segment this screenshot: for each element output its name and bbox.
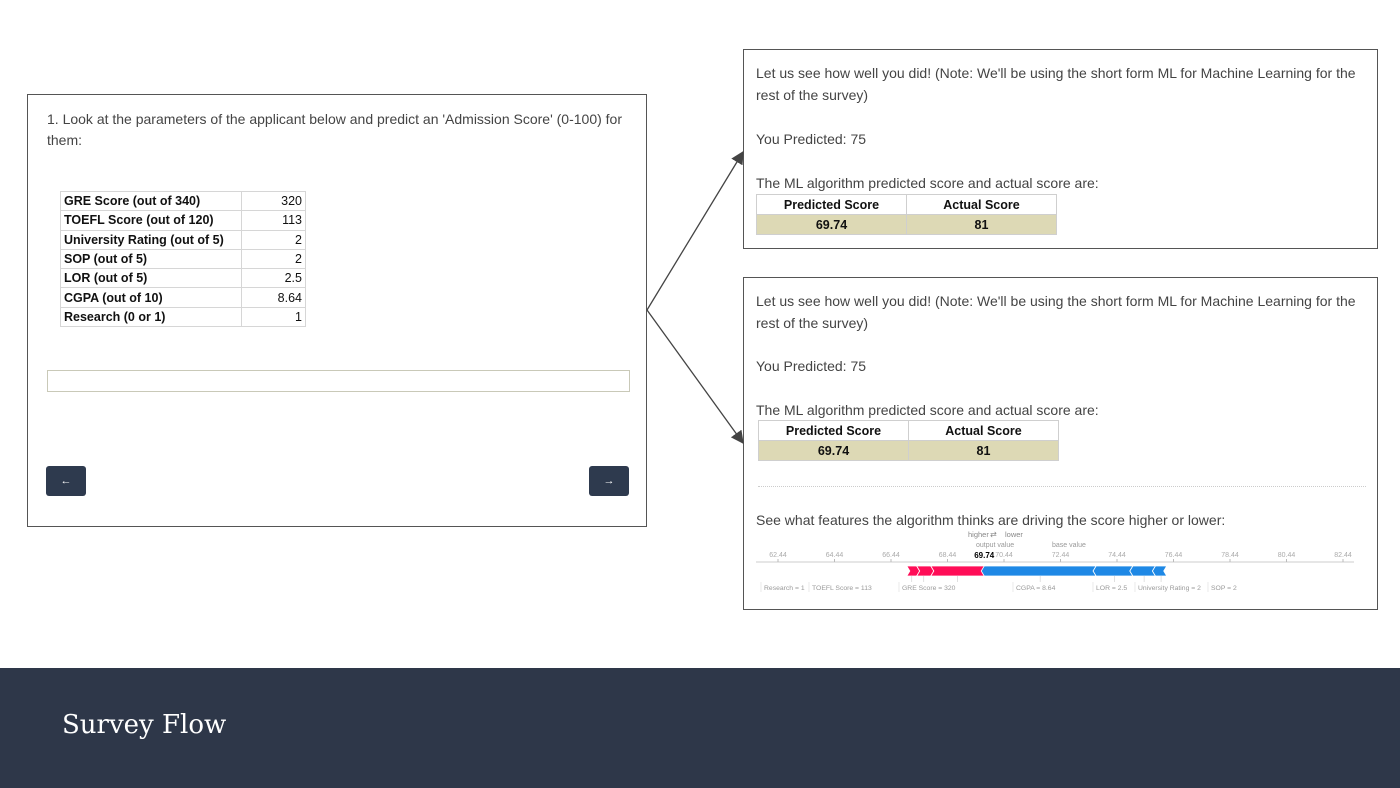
param-label: CGPA (out of 10) [60, 287, 242, 308]
feature-label: Research = 1 [764, 585, 805, 592]
table-row: SOP (out of 5)2 [60, 248, 306, 270]
feature-labels: Research = 1 TOEFL Score = 113 GRE Score =… [760, 576, 1237, 592]
param-label: SOP (out of 5) [60, 248, 242, 270]
footer-banner: Survey Flow [0, 668, 1400, 788]
divider [758, 486, 1366, 487]
feature-label: SOP = 2 [1211, 585, 1237, 592]
ml-score-text: The ML algorithm predicted score and act… [756, 402, 1099, 418]
axis-ticks: 62.44 64.44 66.44 68.44 70.44 72.44 74.44 76.44… [769, 552, 1352, 562]
flow-arrows [646, 150, 744, 445]
score-table: Predicted Score Actual Score 69.74 81 [756, 194, 1057, 235]
arrow-to-explained-result [646, 309, 744, 445]
table-row: TOEFL Score (out of 120)113 [60, 210, 306, 231]
axis-tick-label: 80.44 [1278, 552, 1296, 559]
you-predicted-text: You Predicted: 75 [756, 358, 867, 374]
param-label: Research (0 or 1) [60, 306, 242, 328]
axis-tick-label: 76.44 [1165, 552, 1183, 559]
force-plot: higher ⇄ lower output value base value 6… [756, 530, 1354, 592]
predicted-score-header: Predicted Score [756, 194, 907, 215]
ml-score-text: The ML algorithm predicted score and act… [756, 175, 1099, 191]
lower-label: lower [1005, 530, 1023, 539]
predicted-score-value: 69.74 [756, 214, 907, 235]
param-label: University Rating (out of 5) [60, 229, 242, 250]
axis-tick-label: 64.44 [826, 552, 844, 559]
actual-score-header: Actual Score [906, 194, 1057, 215]
axis-tick-label: 82.44 [1334, 552, 1352, 559]
param-value: 113 [241, 210, 306, 231]
feature-label: GRE Score = 320 [902, 585, 956, 592]
feature-label: LOR = 2.5 [1096, 585, 1127, 592]
axis-tick-label: 66.44 [882, 552, 900, 559]
actual-score-header: Actual Score [908, 420, 1059, 441]
actual-score-value: 81 [908, 440, 1059, 461]
table-row: GRE Score (out of 340)320 [60, 190, 306, 212]
score-table: Predicted Score Actual Score 69.74 81 [758, 420, 1059, 461]
table-row: CGPA (out of 10)8.64 [60, 287, 306, 308]
features-text: See what features the algorithm thinks a… [756, 512, 1226, 528]
predicted-score-value: 69.74 [758, 440, 909, 461]
base-value-label: base value [1052, 542, 1086, 549]
force-bars [906, 565, 1168, 577]
table-row: 69.74 81 [756, 214, 1057, 235]
result-panel-basic: Let us see how well you did! (Note: We'l… [743, 49, 1378, 249]
back-button[interactable]: ← [46, 466, 86, 496]
table-row: Predicted Score Actual Score [756, 194, 1057, 215]
arrow-to-basic-result [646, 150, 744, 311]
table-row: Predicted Score Actual Score [758, 420, 1059, 441]
admission-score-input[interactable] [47, 370, 630, 392]
axis-tick-label: 74.44 [1108, 552, 1126, 559]
arrows-icon: ⇄ [990, 530, 997, 539]
you-predicted-text: You Predicted: 75 [756, 131, 867, 147]
next-button[interactable]: → [589, 466, 629, 496]
result-intro: Let us see how well you did! (Note: We'l… [756, 293, 1356, 331]
feature-label: TOEFL Score = 113 [812, 585, 872, 592]
output-value-label: output value [976, 542, 1014, 549]
axis-tick-label: 72.44 [1052, 552, 1070, 559]
result-panel-explained: Let us see how well you did! (Note: We'l… [743, 277, 1378, 610]
footer-title: Survey Flow [62, 710, 227, 740]
higher-label: higher [968, 530, 989, 539]
question-panel: 1. Look at the parameters of the applica… [27, 94, 647, 527]
table-row: Research (0 or 1)1 [60, 306, 306, 328]
param-value: 1 [241, 306, 306, 328]
actual-score-value: 81 [906, 214, 1057, 235]
predicted-score-header: Predicted Score [758, 420, 909, 441]
table-row: University Rating (out of 5)2 [60, 229, 306, 250]
table-row: 69.74 81 [758, 440, 1059, 461]
applicant-parameters-table: GRE Score (out of 340)320 TOEFL Score (o… [60, 190, 306, 328]
negative-feature-bar [1151, 565, 1168, 577]
feature-label: CGPA = 8.64 [1016, 585, 1056, 592]
question-text: 1. Look at the parameters of the applica… [47, 111, 622, 148]
table-row: LOR (out of 5)2.5 [60, 268, 306, 289]
axis-tick-label: 68.44 [939, 552, 957, 559]
result-intro: Let us see how well you did! (Note: We'l… [756, 65, 1356, 103]
feature-label: University Rating = 2 [1138, 585, 1201, 592]
output-value: 69.74 [974, 551, 995, 560]
param-value: 8.64 [241, 287, 306, 308]
axis-tick-label: 62.44 [769, 552, 787, 559]
axis-tick-label: 78.44 [1221, 552, 1239, 559]
axis-tick-label: 70.44 [995, 552, 1013, 559]
